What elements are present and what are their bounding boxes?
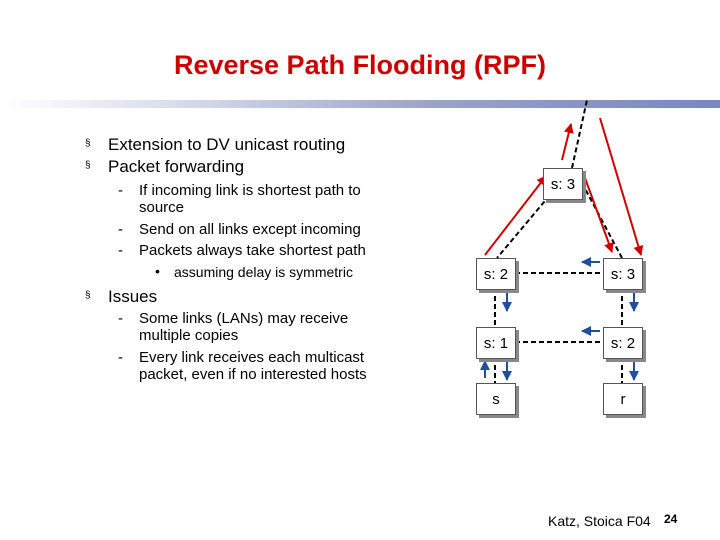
dash-marker: -	[118, 349, 123, 366]
dash-marker: -	[118, 310, 123, 327]
bullet-marker: §	[85, 290, 91, 301]
source-host-node: s	[476, 383, 516, 415]
dash-marker: -	[118, 242, 123, 259]
bullet-text: Packet forwarding	[108, 157, 245, 176]
red-arrow-down-right	[599, 117, 644, 256]
link-arrows	[480, 257, 639, 381]
dot-marker: •	[155, 263, 160, 279]
bullet-text: Extension to DV unicast routing	[108, 135, 346, 154]
slide-title: Reverse Path Flooding (RPF)	[173, 50, 547, 80]
router-node-low-left: s: 1	[476, 327, 516, 359]
router-node-mid-left: s: 2	[476, 258, 516, 290]
link-top-uplink	[571, 99, 588, 169]
red-arrow-up-left	[484, 175, 547, 256]
dash-marker: -	[118, 182, 123, 199]
sub-bullet-text: Send on all links except incoming	[139, 221, 361, 238]
receiver-host-node: r	[603, 383, 643, 415]
sub-sub-bullet-text: assuming delay is symmetric	[174, 264, 353, 280]
sub-bullet-text: Packets always take shortest path	[139, 242, 366, 259]
bullet-text: Issues	[108, 287, 158, 306]
sub-bullet-text: Every link receives each multicast packe…	[139, 349, 367, 383]
router-node-mid-right: s: 3	[603, 258, 643, 290]
sub-bullet-text: If incoming link is shortest path to sou…	[139, 182, 361, 216]
router-node-top: s: 3	[543, 168, 583, 200]
red-arrow-up-out	[561, 123, 574, 161]
bullet-marker: §	[85, 160, 91, 171]
footer-credit: Katz, Stoica F04	[548, 513, 651, 529]
dash-marker: -	[118, 221, 123, 238]
router-node-low-right: s: 2	[603, 327, 643, 359]
packet-flow-arrows	[484, 117, 644, 256]
title-rule	[0, 100, 720, 108]
sub-bullet-text: Some links (LANs) may receive multiple c…	[139, 310, 349, 344]
page-number: 24	[664, 512, 678, 526]
red-arrow-down-left	[584, 177, 614, 253]
link-top-right	[581, 182, 623, 259]
bullet-marker: §	[85, 138, 91, 149]
